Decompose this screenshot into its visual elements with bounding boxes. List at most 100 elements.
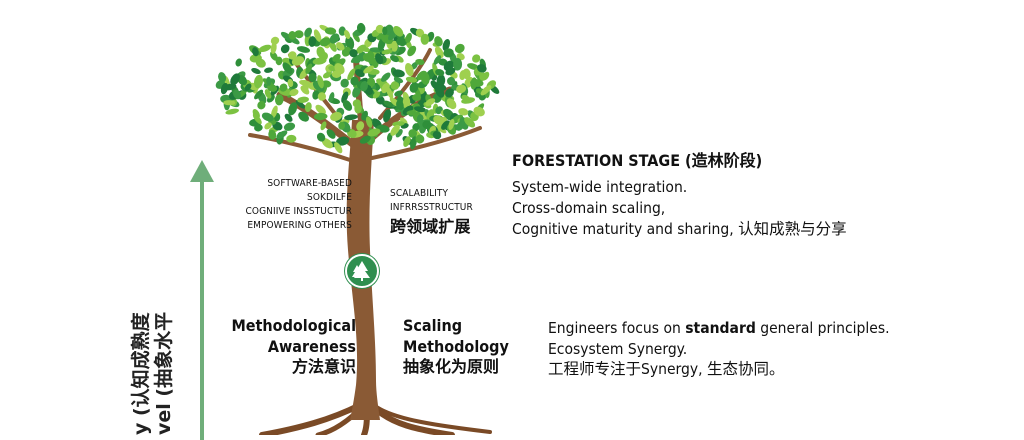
forestation-line: System-wide integration. xyxy=(512,178,688,196)
up-arrow-icon xyxy=(190,160,214,440)
leaf xyxy=(365,116,373,128)
leaf xyxy=(254,89,264,100)
leaf xyxy=(470,77,478,90)
leaf xyxy=(317,75,324,89)
leaf xyxy=(367,128,381,137)
methodological-line2: Awareness xyxy=(267,336,356,356)
leaf xyxy=(393,25,404,37)
leaf xyxy=(340,78,349,88)
leaf xyxy=(279,83,288,92)
leaf xyxy=(448,118,455,131)
leaf xyxy=(282,62,293,74)
leaf xyxy=(415,134,425,144)
branch-right-labels: SCALABILITY INFRRSSTRUCTUR 跨领域扩展 xyxy=(390,187,473,237)
leaf xyxy=(396,99,404,111)
leaf xyxy=(297,46,310,53)
leaf xyxy=(420,33,430,45)
axis-label-line1: y (认知成熟度 xyxy=(130,312,152,435)
leaf xyxy=(375,53,384,65)
leaf xyxy=(363,65,374,74)
scaling-cjk: 抽象化为原则 xyxy=(403,357,500,376)
leaf xyxy=(453,58,463,71)
leaf xyxy=(413,106,427,113)
leaf xyxy=(432,131,442,140)
leaf xyxy=(336,136,350,146)
leaf xyxy=(298,111,309,122)
leaf xyxy=(276,130,288,139)
leaf xyxy=(254,124,263,132)
branch-left-labels: SOFTWARE-BASED SOKDILFE COGNIIVE INSSTUC… xyxy=(232,177,352,233)
leaf xyxy=(443,48,454,58)
leaf xyxy=(383,109,392,123)
leaf xyxy=(313,112,328,121)
leaf xyxy=(420,71,430,85)
leaf xyxy=(479,72,488,81)
forestation-line: Cognitive maturity and sharing, 认知成熟与分享 xyxy=(512,220,847,238)
leaf xyxy=(295,100,306,109)
leaf xyxy=(392,69,405,78)
leaf xyxy=(283,122,296,131)
leaf xyxy=(456,84,467,94)
leaf xyxy=(268,129,277,140)
leaf xyxy=(472,54,481,63)
methodological-cjk: 方法意识 xyxy=(291,357,356,376)
engineers-line1: Engineers focus on standard general prin… xyxy=(548,318,890,339)
leaf xyxy=(288,31,297,40)
leaf xyxy=(359,135,371,144)
engineers-line1-post: general principles. xyxy=(755,319,890,337)
leaf xyxy=(233,89,242,100)
leaf xyxy=(455,120,465,131)
leaf xyxy=(394,90,403,97)
leaf xyxy=(461,97,476,104)
leaf xyxy=(480,85,492,96)
tree-canopy xyxy=(215,22,500,154)
leaf xyxy=(336,42,345,51)
leaf xyxy=(316,132,326,142)
leaf xyxy=(330,111,343,122)
leaf xyxy=(258,44,272,53)
leaf xyxy=(367,77,376,87)
leaf xyxy=(324,27,337,35)
leaf xyxy=(405,76,418,83)
leaf xyxy=(433,55,442,65)
leaf xyxy=(313,29,322,42)
leaf xyxy=(341,91,349,103)
leaf xyxy=(393,77,404,84)
leaf xyxy=(354,69,365,78)
leaf xyxy=(415,58,425,66)
leaf xyxy=(257,100,266,110)
leaf xyxy=(381,82,390,94)
methodological-awareness: Methodological Awareness 方法意识 xyxy=(222,316,356,378)
branch-right-line: SCALABILITY xyxy=(390,188,449,199)
leaf xyxy=(476,64,487,73)
leaf xyxy=(261,112,274,122)
leaf xyxy=(308,36,317,47)
leaf xyxy=(425,98,436,106)
branch-right-cjk: 跨领域扩展 xyxy=(390,217,471,236)
leaf xyxy=(316,46,326,58)
engineers-description: Engineers focus on standard general prin… xyxy=(548,318,890,380)
leaf xyxy=(446,76,456,86)
leaf xyxy=(317,92,327,101)
leaf xyxy=(464,117,476,128)
leaf xyxy=(390,55,399,63)
leaf xyxy=(252,113,262,125)
leaf xyxy=(267,84,278,92)
leaf xyxy=(372,91,381,99)
leaf xyxy=(249,54,262,63)
leaf xyxy=(407,45,417,57)
leaf xyxy=(288,51,297,60)
leaf xyxy=(237,75,248,86)
leaf xyxy=(352,56,361,64)
forestation-title: FORESTATION STAGE (造林阶段) xyxy=(512,151,763,170)
leaf xyxy=(297,96,309,103)
branch-left-line: SOKDILFE xyxy=(307,192,352,203)
methodological-line1: Methodological xyxy=(231,316,356,335)
leaf xyxy=(312,90,320,100)
forestation-line: Cross-domain scaling, xyxy=(512,199,666,217)
leaf xyxy=(326,129,336,139)
leaf xyxy=(334,142,343,154)
leaf xyxy=(403,136,411,147)
leaf xyxy=(230,73,240,86)
leaf xyxy=(454,43,465,54)
